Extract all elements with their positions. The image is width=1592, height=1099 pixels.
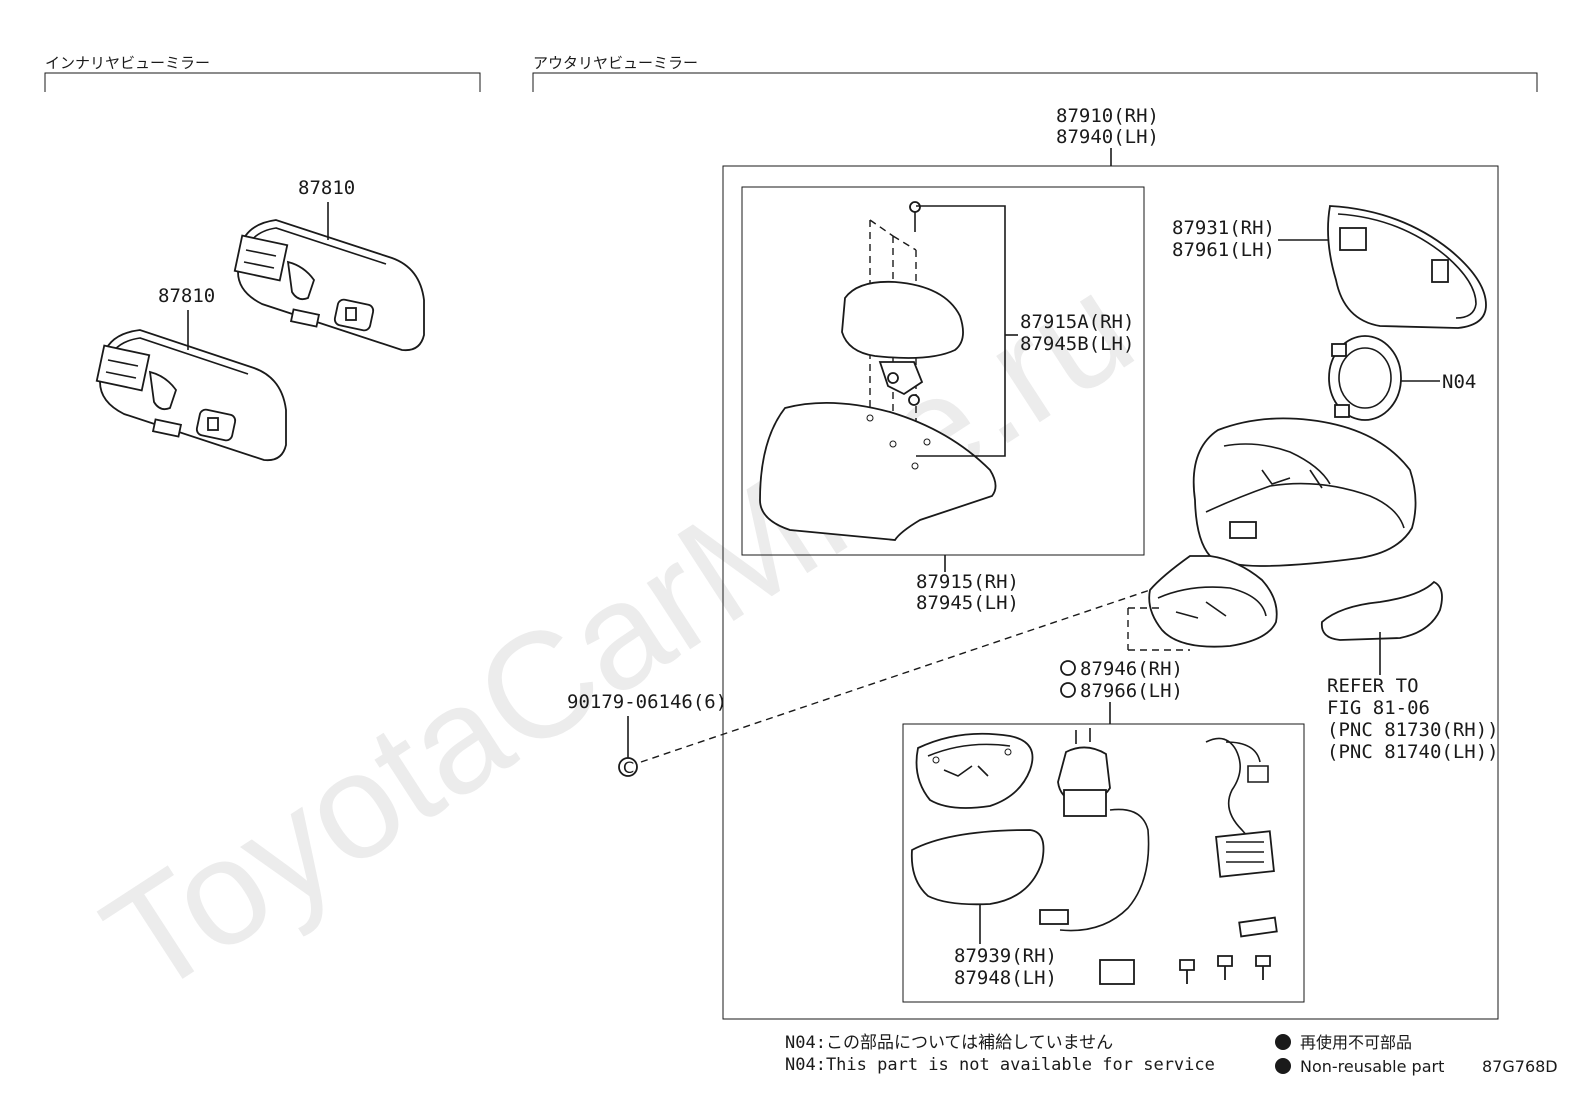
label-87810-lower: 87810 [158,285,215,307]
cover-subassembly-frame [741,186,1145,556]
label-87948-lh: 87948(LH) [954,967,1057,989]
label-87915a-rh: 87915A(RH) [1020,311,1134,333]
label-87931-rh: 87931(RH) [1172,217,1275,239]
figure-id: 87G768D [1482,1057,1558,1076]
label-87961-lh: 87961(LH) [1172,239,1275,261]
label-90179: 90179-06146(6) [567,691,727,713]
non-reusable-bullet-icon [1275,1034,1291,1050]
non-reusable-bullet-icon-2 [1275,1058,1291,1074]
label-87940-lh: 87940(LH) [1056,126,1159,148]
note-n04-jp: N04:この部品については補給していません [785,1033,1113,1053]
inner-mirror-lower [95,329,287,462]
section-bracket-inner [44,72,481,92]
label-87915-rh: 87915(RH) [916,571,1019,593]
label-refer-to: REFER TO [1327,675,1419,697]
clip-90179 [618,757,638,777]
label-n04: N04 [1442,371,1476,393]
label-refer-pnc-lh: (PNC 81740(LH)) [1327,741,1499,763]
section-title-inner: インナリヤビューミラー [45,54,210,72]
label-87810-upper: 87810 [298,177,355,199]
n04-actuator [1328,335,1402,421]
watermark: ToyotaCarMine.ru [76,241,1160,1027]
label-refer-pnc-rh: (PNC 81730(RH)) [1327,719,1499,741]
motor-subassembly-frame [902,723,1305,1003]
label-87945-lh: 87945(LH) [916,592,1019,614]
label-refer-fig: FIG 81-06 [1327,697,1430,719]
label-87939-rh: 87939(RH) [954,945,1057,967]
mirror-housing [1148,417,1417,648]
note-n04-en: N04:This part is not available for servi… [785,1055,1215,1075]
mirror-glass [1327,205,1487,329]
turn-signal-lamp [1320,580,1443,641]
legend-jp: 再使用不可部品 [1300,1033,1412,1052]
section-title-outer: アウタリヤビューミラー [533,54,698,72]
label-87910-rh: 87910(RH) [1056,105,1159,127]
section-bracket-outer [532,72,1538,92]
label-87946-rh: 87946(RH) [1080,658,1183,680]
inner-mirror-upper [233,219,425,352]
legend-en: Non-reusable part [1300,1057,1444,1076]
label-87945b-lh: 87945B(LH) [1020,333,1134,355]
clip-c-mark: C [623,758,634,777]
outer-mirror-assembly-frame [722,165,1499,1020]
motor-subassembly-parts [910,728,1278,985]
mirror-cover-parts [759,201,997,541]
label-87966-lh: 87966(LH) [1080,680,1183,702]
